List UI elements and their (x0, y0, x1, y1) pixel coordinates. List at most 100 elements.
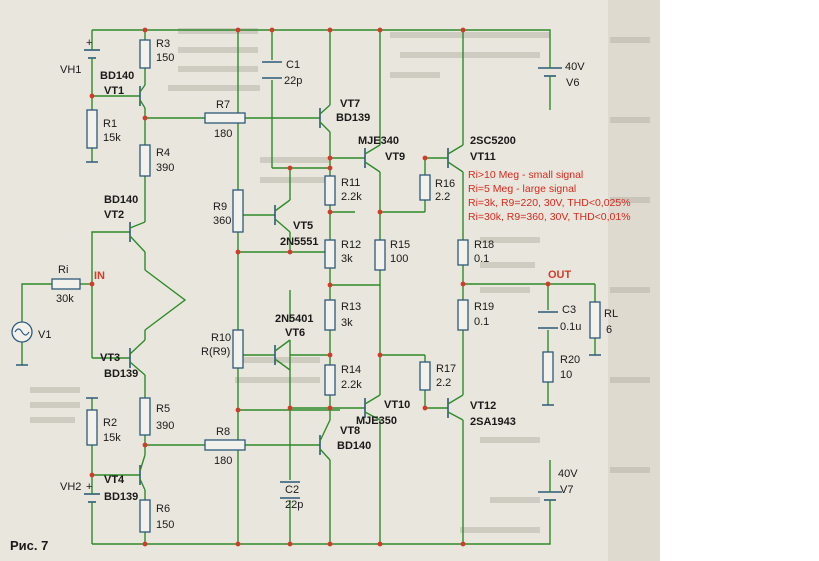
v6-ref: V6 (566, 77, 579, 89)
resistor-R2: R2 15k (86, 409, 121, 446)
vt2-ref: VT2 (104, 209, 124, 221)
r4-ref: R4 (156, 147, 170, 159)
r5-ref: R5 (156, 403, 170, 415)
vh2-ref: VH2 (60, 481, 81, 493)
r17-ref: R17 (436, 363, 456, 375)
ri-value: 30k (56, 293, 74, 305)
r10-ref: R10 (211, 332, 231, 344)
r19-value: 0.1 (474, 316, 489, 328)
wires (21, 29, 596, 545)
r11-value: 2.2k (341, 191, 362, 203)
source-V1: V1 (11, 321, 51, 366)
vt11-ref: VT11 (470, 151, 496, 163)
r3-ref: R3 (156, 38, 170, 50)
rl-value: 6 (606, 324, 612, 336)
r1-value: 15k (103, 132, 121, 144)
r13-ref: R13 (341, 301, 361, 313)
capacitor-C3: C3 0.1u (538, 304, 581, 333)
r19-ref: R19 (474, 301, 494, 313)
battery-V6: 40V V6 (538, 52, 585, 92)
vt2-type: BD140 (104, 194, 138, 206)
vt4-type: BD139 (104, 491, 138, 503)
vt7-type: BD139 (336, 112, 370, 124)
vt8-type: BD140 (337, 440, 371, 452)
vt5-ref: VT5 (293, 220, 313, 232)
notes: Ri>10 Meg - small signal Ri=5 Meg - larg… (468, 169, 631, 223)
c1-value: 22p (284, 75, 302, 87)
resistor-R17: R17 2.2 (419, 361, 456, 391)
vt7-ref: VT7 (340, 98, 360, 110)
vt1-type: BD140 (100, 70, 134, 82)
vt10-ref: VT10 (384, 399, 410, 411)
r16-ref: R16 (435, 178, 455, 190)
v6-value: 40V (565, 61, 585, 73)
vh1-ref: VH1 (60, 64, 81, 76)
r12-ref: R12 (341, 239, 361, 251)
transistor-VT4: VT4 BD139 (104, 454, 146, 503)
resistor-R11: R11 2.2k (324, 175, 362, 206)
net-label-out: OUT (548, 269, 572, 281)
vt5-type: 2N5551 (280, 236, 319, 248)
background-text (30, 28, 650, 533)
resistor-R20: R20 10 (542, 351, 580, 383)
resistor-R12: R12 3k (324, 239, 361, 269)
r15-value: 100 (390, 253, 408, 265)
vt1-ref: VT1 (104, 85, 124, 97)
ri-ref: Ri (58, 264, 68, 276)
r18-value: 0.1 (474, 253, 489, 265)
c2-value: 22p (285, 499, 303, 511)
resistor-RL: RL 6 (589, 301, 618, 339)
resistor-R4: R4 390 (139, 144, 174, 177)
v7-value: 40V (558, 468, 578, 480)
resistor-R7: R7 180 (204, 99, 246, 140)
resistor-R15: R15 100 (374, 239, 410, 271)
vt9-ref: VT9 (385, 151, 405, 163)
vt6-type: 2N5401 (275, 313, 314, 325)
v1-ref: V1 (38, 329, 51, 341)
source-VH2: + VH2 (60, 481, 100, 510)
svg-text:+: + (86, 481, 92, 493)
rl-ref: RL (604, 308, 618, 320)
transistor-VT7: VT7 BD139 (319, 98, 370, 133)
r11-ref: R11 (341, 177, 360, 189)
node-dots (89, 27, 551, 547)
r5-value: 390 (156, 420, 174, 432)
c1-ref: C1 (286, 59, 300, 71)
vt12-ref: VT12 (470, 400, 496, 412)
vt11-type: 2SC5200 (470, 135, 516, 147)
resistor-R18: R18 0.1 (457, 239, 494, 266)
vt10-type: MJE350 (356, 415, 397, 427)
resistor-R19: R19 0.1 (457, 299, 494, 331)
r8-ref: R8 (216, 426, 230, 438)
transistor-VT11: 2SC5200 VT11 (447, 135, 516, 173)
vt8-ref: VT8 (340, 425, 360, 437)
r14-ref: R14 (341, 364, 361, 376)
r8-value: 180 (214, 455, 232, 467)
transistor-VT3: VT3 BD139 (100, 339, 146, 380)
capacitor-C1: C1 22p (262, 59, 302, 87)
r2-ref: R2 (103, 417, 117, 429)
resistor-R9: R9 360 (213, 189, 244, 233)
r17-value: 2.2 (436, 377, 451, 389)
source-VH1: + VH1 (60, 37, 100, 76)
r14-value: 2.2k (341, 379, 362, 391)
resistor-R10: R10 R(R9) (201, 329, 244, 369)
r20-ref: R20 (560, 354, 580, 366)
note-line: Ri>10 Meg - small signal (468, 169, 583, 181)
resistor-Ri: Ri 30k (51, 264, 81, 305)
transistor-VT6: 2N5401 VT6 (274, 313, 314, 371)
r6-value: 150 (156, 519, 174, 531)
vt12-type: 2SA1943 (470, 416, 516, 428)
r13-value: 3k (341, 317, 353, 329)
r1-ref: R1 (103, 118, 117, 130)
c3-value: 0.1u (560, 321, 581, 333)
r20-value: 10 (560, 369, 572, 381)
r7-value: 180 (214, 128, 232, 140)
r16-value: 2.2 (435, 191, 450, 203)
r2-value: 15k (103, 432, 121, 444)
note-line: Ri=3k, R9=220, 30V, THD<0,025% (468, 197, 631, 209)
transistor-VT8: VT8 BD140 (319, 419, 371, 461)
r3-value: 150 (156, 52, 174, 64)
r7-ref: R7 (216, 99, 230, 111)
